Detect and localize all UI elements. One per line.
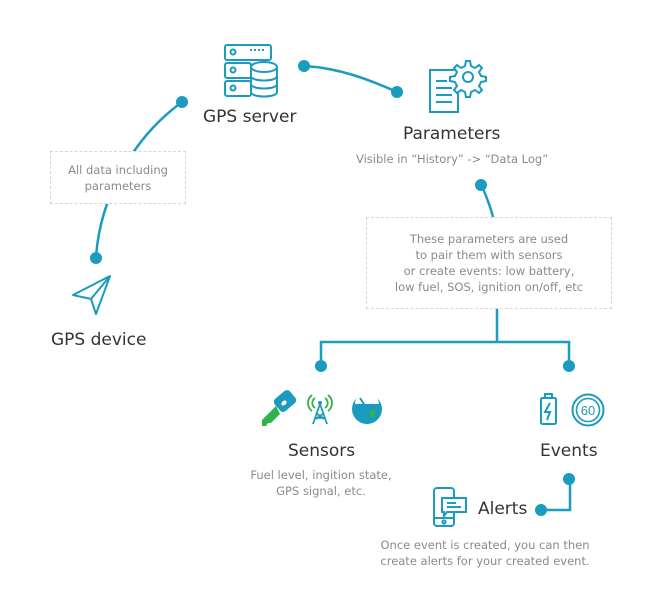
battery-charge-icon <box>540 393 557 425</box>
connector-dot <box>391 86 403 98</box>
car-key-icon <box>262 390 297 426</box>
sensors-subtitle-line: Fuel level, ingition state, <box>250 468 392 482</box>
parameters-usage-line: or create events: low battery, <box>403 264 575 278</box>
speed-limit-value: 60 <box>581 403 595 418</box>
sensors-subtitle-line: GPS signal, etc. <box>276 484 366 498</box>
alerts-subtitle-line: Once event is created, you can then <box>380 538 590 552</box>
connector-dot <box>563 360 575 372</box>
speed-limit-icon: 60 <box>571 393 605 427</box>
connector-events-to-alerts <box>539 477 572 512</box>
parameters-usage-line: to pair them with sensors <box>415 248 563 262</box>
document-gear-icon <box>429 60 487 113</box>
connector-dot <box>535 504 547 516</box>
navigation-arrow-icon <box>72 275 111 315</box>
signal-tower-icon <box>307 394 333 425</box>
alerts-subtitle-line: create alerts for your created event. <box>380 554 590 568</box>
connector-dot <box>315 360 327 372</box>
events-title: Events <box>540 441 598 461</box>
all-data-note: All data including parameters <box>50 151 186 204</box>
parameters-title: Parameters <box>403 124 501 144</box>
alerts-subtitle: Once event is created, you can then crea… <box>360 537 610 569</box>
fuel-gauge-icon <box>352 392 382 424</box>
parameters-usage-line: These parameters are used <box>409 232 569 246</box>
sensors-subtitle: Fuel level, ingition state, GPS signal, … <box>246 467 396 499</box>
parameters-usage-line: low fuel, SOS, ignition on/off, etc <box>394 280 584 294</box>
gps-device-title: GPS device <box>51 330 147 350</box>
sensors-title: Sensors <box>288 441 356 461</box>
server-database-icon <box>224 44 278 98</box>
gps-server-title: GPS server <box>203 107 297 127</box>
connector-dot <box>475 179 487 191</box>
phone-message-icon <box>433 487 467 527</box>
connector-parameters-to-note <box>480 184 495 219</box>
parameters-usage-note: These parameters are used to pair them w… <box>366 217 612 309</box>
all-data-note-line: All data including <box>68 162 168 177</box>
connector-dot <box>298 60 310 72</box>
alerts-title: Alerts <box>478 499 528 519</box>
connector-dot <box>90 252 102 264</box>
parameters-subtitle: Visible in “History” -> “Data Log” <box>356 152 549 166</box>
all-data-note-line: parameters <box>84 178 152 193</box>
connector-tree <box>319 307 571 367</box>
connector-dot <box>176 96 188 108</box>
connector-server-to-parameters <box>302 64 399 94</box>
connector-dot <box>563 473 575 485</box>
